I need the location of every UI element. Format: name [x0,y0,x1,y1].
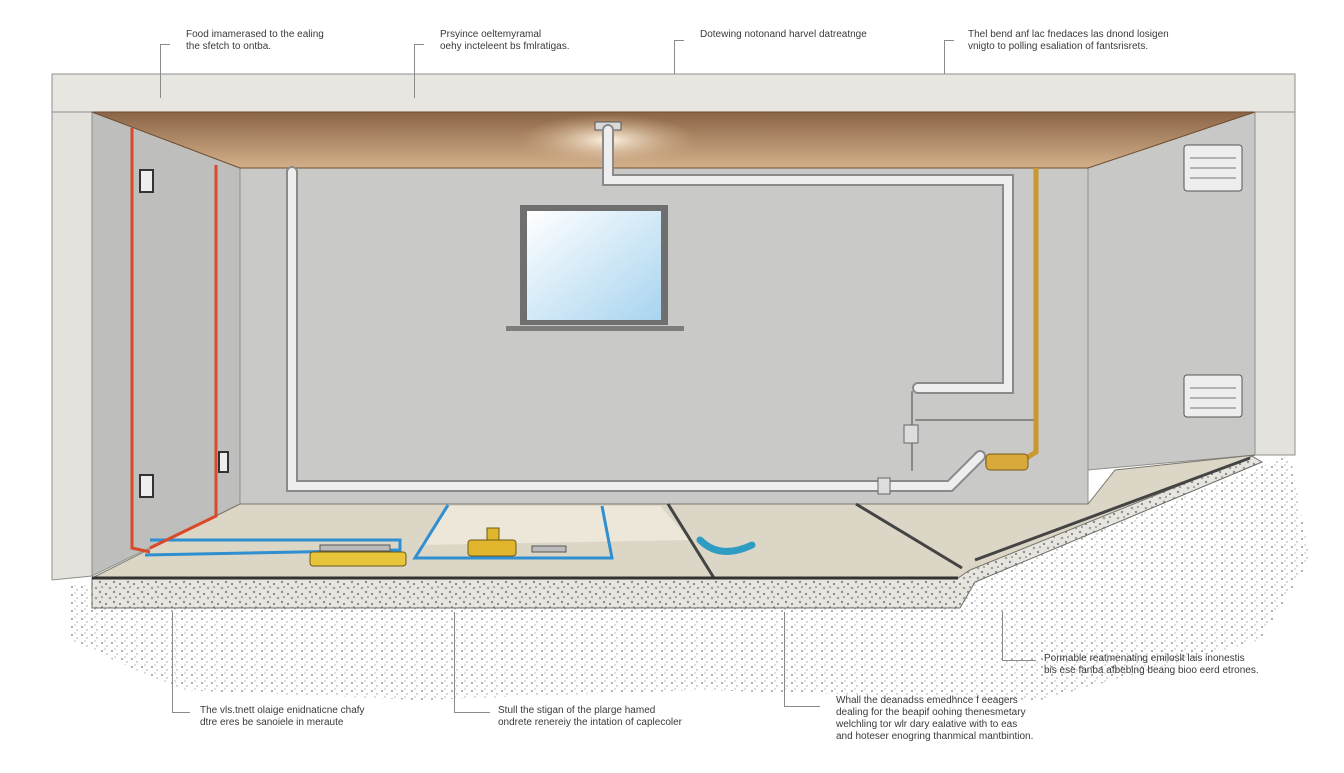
annotation-line: dealing for the beapif oohing thenesmeta… [836,707,1026,718]
leader-line [454,612,455,712]
left-wall [91,111,241,577]
floor-joint [974,456,1251,562]
basement-window [506,205,684,331]
floor-joint [855,502,963,570]
leader-line [1002,612,1003,660]
annotation-top-1: Food imamerased to the ealing the sfetch… [186,29,324,53]
pipe-junction-box [903,424,919,444]
annotation-top-4: Thel bend anf lac fnedaces las dnond los… [968,29,1169,53]
leader-line [172,712,190,713]
annotation-line: Dotewing notonand harvel datreatnge [700,29,867,40]
outlet-box [139,169,154,193]
floor-light-patch [420,506,690,545]
electrical-conduits [130,128,218,554]
annotation-line: and hoteser enogring thanmical mantbinti… [836,731,1034,742]
annotation-line: The vls.tnett olaige enidnaticne chafy [200,705,365,716]
leader-line [674,40,675,74]
annotation-line: Whall the deanadss emedhnce f eeagers [836,695,1018,706]
annotation-line: bis ese fanba afbebing beang bioo eerd e… [1044,665,1259,676]
annotation-line: ondrete renereiy the intation of capleco… [498,717,683,728]
ceiling-slab [51,73,1296,113]
annotation-line: Food imamerased to the ealing [186,29,324,40]
annotation-bottom-1: The vls.tnett olaige enidnaticne chafy d… [200,705,365,729]
wall-vent-lower [1183,374,1243,418]
right-wall-section [1254,111,1296,456]
leader-line [944,40,945,74]
left-wall-section [51,111,93,581]
annotation-line: Stull the stigan of the plarge hamed [498,705,656,716]
floor-joint [666,503,716,579]
annotation-line: the sfetch to ontba. [186,41,272,52]
annotation-line: dtre eres be sanoiele in meraute [200,717,344,728]
leader-line [454,712,490,713]
annotation-top-2: Prsyince oeltemyramal oehy incteleent bs… [440,29,570,53]
tools-on-floor [309,527,756,567]
radiant-heat-lines [144,504,614,560]
annotation-bottom-3: Whall the deanadss emedhnce f eeagers de… [836,695,1033,743]
leader-line [784,612,785,706]
leader-line [414,44,424,45]
annotation-top-3: Dotewing notonand harvel datreatnge [700,29,867,41]
leader-line [944,40,954,41]
annotation-line: vnigto to polling esaliation of fantsris… [968,41,1149,52]
leader-line [414,44,415,98]
annotation-line: Pormable reatmenating emiloslt lais inon… [1044,653,1245,664]
leader-line [160,44,170,45]
annotation-line: Prsyince oeltemyramal [440,29,542,40]
annotation-line: oehy incteleent bs fmlratigas. [440,41,570,52]
outlet-box [218,451,229,473]
leader-line [160,44,161,98]
pipe-coupling [877,477,891,495]
soil-mass [70,455,1310,700]
annotation-right: Pormable reatmenating emiloslt lais inon… [1044,653,1259,677]
annotation-line: Thel bend anf lac fnedaces las dnond los… [968,29,1169,40]
leader-line [1002,660,1036,661]
annotation-bottom-2: Stull the stigan of the plarge hamed ond… [498,705,682,729]
leader-line [784,706,820,707]
outlet-box [139,474,154,498]
leader-line [674,40,684,41]
wall-vent-upper [1183,144,1243,192]
leader-line [172,612,173,712]
gas-valve [985,453,1029,471]
annotation-line: welchling tor wlr dary ealative with to … [836,719,1018,730]
